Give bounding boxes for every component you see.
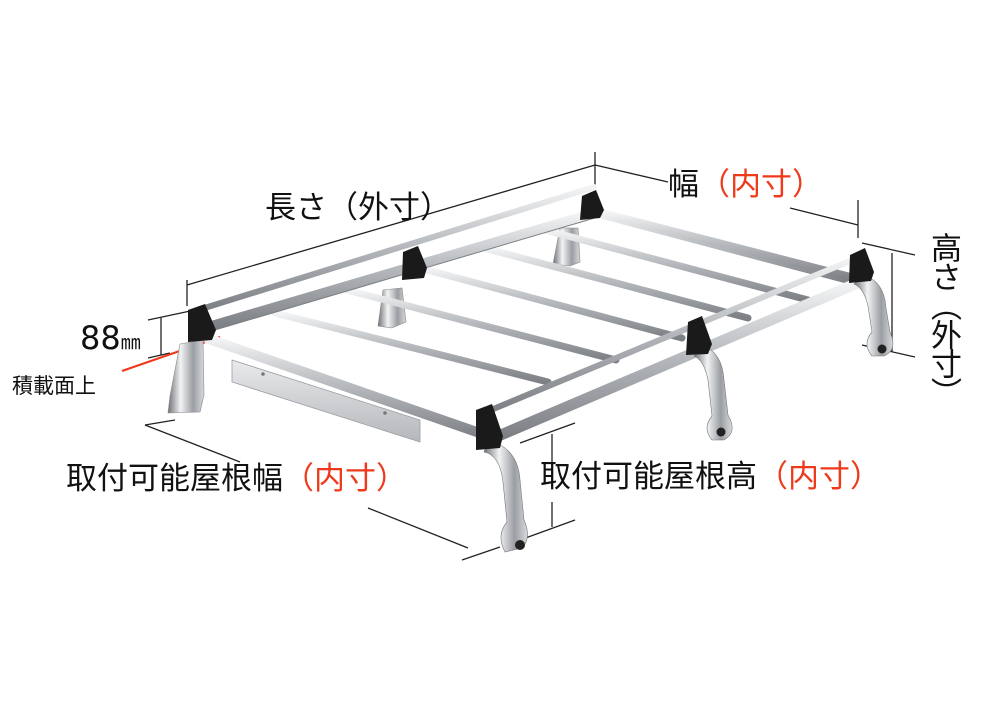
length-label: 長さ（外寸）	[265, 193, 451, 224]
height-paren-open: （	[925, 290, 961, 319]
load-surface-pointer	[121, 335, 221, 373]
right-frame	[493, 276, 863, 443]
load-surface-label: 積載面上	[12, 374, 96, 398]
dimension-lines	[144, 152, 916, 561]
roof-width-label: 取付可能屋根幅（内寸）	[66, 464, 407, 495]
crossbars	[271, 210, 862, 386]
length-qualifier: 外寸	[358, 190, 420, 226]
roof-width-paren-open: （	[283, 461, 314, 497]
foot-blocks	[188, 190, 874, 450]
width-qualifier: 内寸	[730, 167, 792, 203]
roof-height-paren-open: （	[757, 459, 788, 495]
roof-height-paren-close: ）	[850, 459, 881, 495]
roof-height-qualifier: 内寸	[788, 459, 850, 495]
clearance-unit: ㎜	[120, 330, 141, 354]
height-label: 高さ（外寸）	[922, 232, 961, 406]
roof-width-qualifier: 内寸	[314, 461, 376, 497]
height-qualifier: 外寸	[925, 319, 961, 377]
height-paren-close: ）	[925, 377, 961, 406]
clearance-value: 88	[80, 319, 121, 357]
length-text: 長さ	[265, 190, 327, 226]
width-paren-close: ）	[792, 167, 823, 203]
roof-width-text: 取付可能屋根幅	[66, 461, 283, 497]
height-text: 高さ	[925, 232, 961, 290]
roof-height-text: 取付可能屋根高	[540, 459, 757, 495]
width-label: 幅（内寸）	[668, 170, 823, 201]
clearance-label: 88㎜	[80, 319, 141, 357]
width-text: 幅	[668, 167, 699, 203]
roof-width-paren-close: ）	[376, 461, 407, 497]
roof-height-label: 取付可能屋根高（内寸）	[540, 462, 881, 493]
back-frame	[597, 208, 863, 284]
length-paren-close: ）	[420, 190, 451, 226]
length-paren-open: （	[327, 190, 358, 226]
top-rails	[195, 184, 865, 415]
front-frame	[204, 333, 496, 443]
width-paren-open: （	[699, 167, 730, 203]
